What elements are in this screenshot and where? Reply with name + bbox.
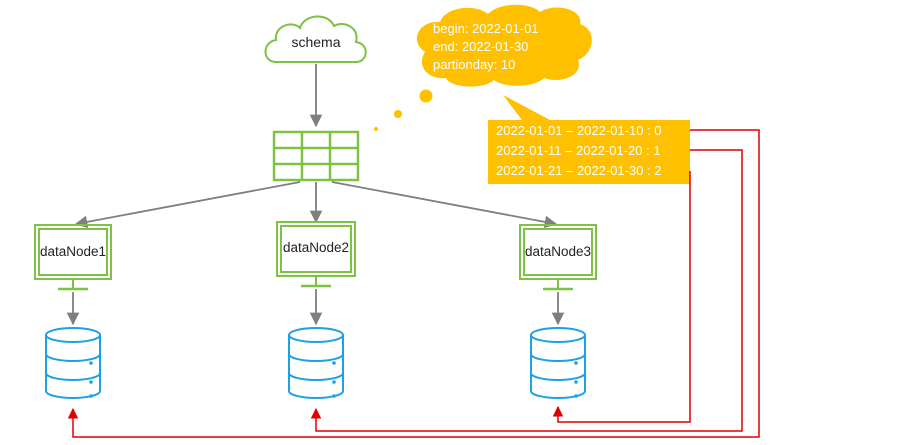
thought-dot-medium (394, 110, 402, 118)
range-0: 2022-01-01 – 2022-01-10 : 0 (496, 123, 662, 138)
range1-to-db2-arrow (310, 149, 743, 432)
datanode1-monitor-icon (34, 224, 112, 291)
param-end: end: 2022-01-30 (433, 39, 529, 54)
param-begin: begin: 2022-01-01 (433, 21, 539, 36)
datanode1-label: dataNode1 (39, 244, 107, 259)
thought-dot-small (374, 127, 378, 131)
params-cloud (416, 4, 592, 87)
schema-label: schema (291, 34, 341, 50)
range0-to-db1-arrow (67, 129, 760, 438)
thought-dot-large (419, 89, 433, 103)
param-partitionday: partionday: 10 (433, 57, 516, 72)
datanode3-label: dataNode3 (524, 244, 592, 259)
range-1: 2022-01-11 – 2022-01-20 : 1 (496, 143, 661, 158)
schema-cloud-icon (264, 15, 367, 63)
table-to-datanode3-arrow (331, 181, 558, 229)
datanode2-monitor-icon (276, 221, 356, 288)
datanode2-label: dataNode2 (282, 240, 350, 255)
table-to-datanode1-arrow (74, 181, 301, 229)
database2-icon (288, 327, 344, 399)
database3-icon (530, 327, 586, 399)
datanode3-monitor-icon (519, 224, 597, 291)
range-2: 2022-01-21 – 2022-01-30 : 2 (496, 163, 662, 178)
routing-table-icon (272, 130, 360, 182)
database1-icon (45, 327, 101, 399)
range2-to-db3-arrow (552, 171, 691, 423)
ranges-callout (488, 95, 690, 184)
